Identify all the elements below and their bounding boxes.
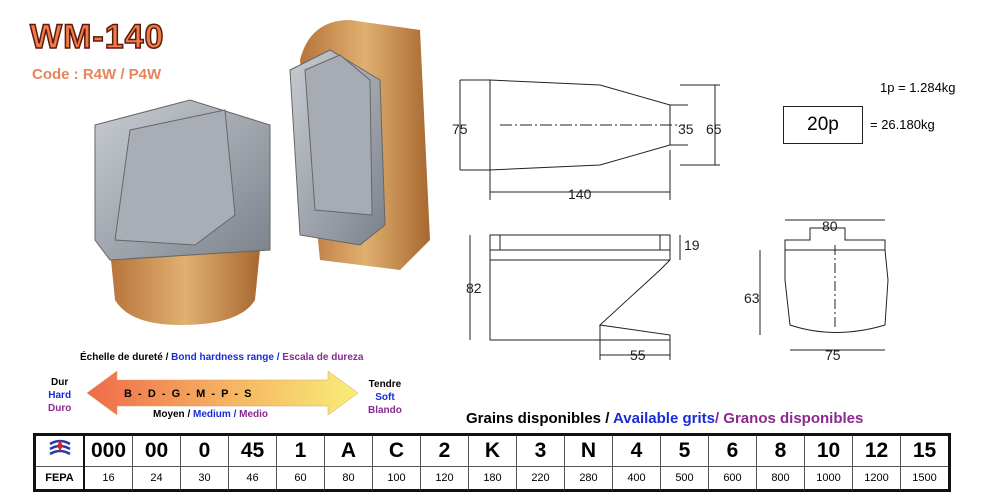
fepa-value: 120 — [420, 466, 469, 491]
product-photo — [94, 20, 430, 325]
hard-es: Duro — [48, 403, 72, 414]
grit-code: N — [564, 434, 613, 467]
grit-code: C — [372, 434, 421, 467]
product-code: Code : R4W / P4W — [32, 66, 162, 83]
medium-en: Medium / — [190, 409, 237, 420]
weight-per-piece: 1p = 1.284kg — [880, 80, 956, 95]
side-view-drawing — [759, 219, 889, 351]
fepa-value: 500 — [660, 466, 709, 491]
dim-82: 82 — [466, 280, 482, 296]
dim-140: 140 — [568, 186, 592, 202]
medium-es: Medio — [236, 409, 269, 420]
grit-code: K — [468, 434, 517, 467]
dim-65: 65 — [706, 121, 722, 137]
box-weight: = 26.180kg — [870, 117, 935, 132]
medium-fr: Moyen / — [153, 409, 191, 420]
grit-code: 5 — [660, 434, 709, 467]
grit-code: 10 — [804, 434, 853, 467]
fepa-value: 80 — [324, 466, 373, 491]
grit-code: 6 — [708, 434, 757, 467]
soft-en: Soft — [375, 392, 395, 403]
fepa-label: FEPA — [34, 466, 85, 491]
dim-35: 35 — [678, 121, 694, 137]
fepa-value: 180 — [468, 466, 517, 491]
grit-code: 2 — [420, 434, 469, 467]
box-quantity: 20p — [783, 106, 863, 144]
grit-code: A — [324, 434, 373, 467]
grits-fr: Grains disponibles / — [466, 410, 610, 427]
fepa-value: 30 — [180, 466, 229, 491]
fepa-value: 1000 — [804, 466, 853, 491]
grit-code: 000 — [83, 434, 133, 467]
grit-code: 15 — [900, 434, 950, 467]
technical-drawings — [459, 79, 720, 360]
soft-es: Blando — [368, 405, 402, 416]
fepa-value: 46 — [228, 466, 277, 491]
grits-es: / Granos disponibles — [714, 410, 864, 427]
title-fr: Échelle de dureté / — [80, 352, 169, 363]
dim-80: 80 — [822, 218, 838, 234]
grit-code: 8 — [756, 434, 805, 467]
fepa-value: 220 — [516, 466, 565, 491]
fepa-value: 400 — [612, 466, 661, 491]
grit-code: 12 — [852, 434, 901, 467]
fepa-value: 100 — [372, 466, 421, 491]
grit-code: 1 — [276, 434, 325, 467]
fepa-value: 800 — [756, 466, 805, 491]
fepa-value: 16 — [83, 466, 133, 491]
dim-75: 75 — [452, 121, 468, 137]
hard-fr: Dur — [51, 377, 69, 388]
grit-code: 3 — [516, 434, 565, 467]
dim-63: 63 — [744, 290, 760, 306]
grit-code: 45 — [228, 434, 277, 467]
fepa-value: 1200 — [852, 466, 901, 491]
dim-55: 55 — [630, 347, 646, 363]
dim-75-bottom: 75 — [825, 347, 841, 363]
title-es: Escala de dureza — [279, 352, 364, 363]
hardness-title: Échelle de dureté / Bond hardness range … — [80, 352, 363, 363]
fepa-value: 1500 — [900, 466, 950, 491]
fepa-value: 60 — [276, 466, 325, 491]
fepa-value: 280 — [564, 466, 613, 491]
hardness-scale: B - D - G - M - P - S — [124, 388, 252, 400]
grit-code: 0 — [180, 434, 229, 467]
soft-fr: Tendre — [368, 379, 402, 390]
dim-19: 19 — [684, 237, 700, 253]
hardness-arrow — [86, 370, 359, 416]
fepa-value: 24 — [132, 466, 181, 491]
product-title: WM-140 — [29, 17, 165, 57]
grits-title: Grains disponibles / Available grits/ Gr… — [466, 410, 863, 427]
grits-en: Available grits — [609, 410, 715, 427]
brand-logo-icon — [34, 434, 85, 467]
grit-code: 00 — [132, 434, 181, 467]
hard-en: Hard — [48, 390, 72, 401]
fepa-value: 600 — [708, 466, 757, 491]
grit-code: 4 — [612, 434, 661, 467]
title-en: Bond hardness range / — [168, 352, 280, 363]
medium-label: Moyen / Medium / Medio — [153, 409, 268, 420]
